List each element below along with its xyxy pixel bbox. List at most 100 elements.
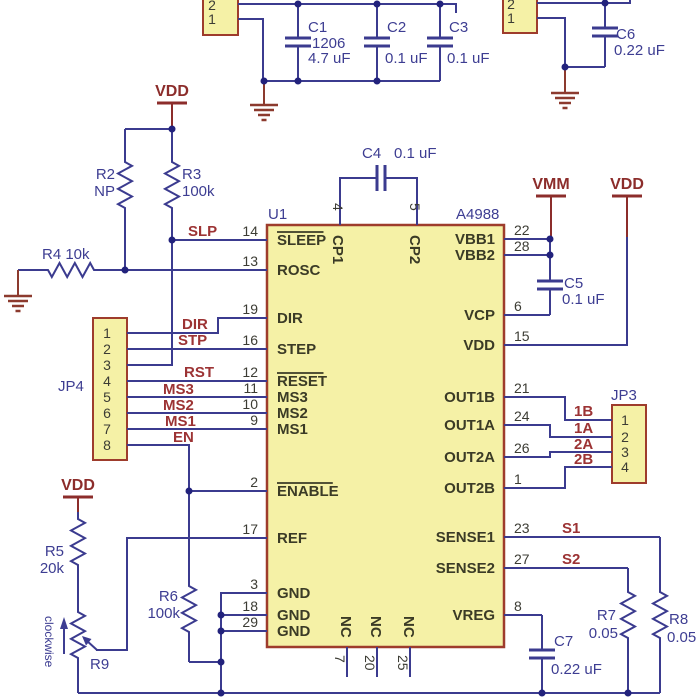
net-label-en: EN: [173, 429, 194, 446]
jp3-header-pin-number: 1: [621, 412, 629, 428]
resistor-label-r5: R5: [45, 543, 64, 560]
net-label-ms1: MS1: [165, 413, 196, 430]
ic-pin-name-vreg: VREG: [452, 607, 495, 624]
ic-pin-number: 19: [242, 301, 258, 317]
net-label-1a: 1A: [574, 420, 593, 437]
jp3-header: [611, 404, 647, 484]
capacitor-c1-label: 4.7 uF: [308, 50, 351, 67]
wire-out1a-net: [504, 424, 612, 438]
junction-dot: [217, 658, 225, 666]
capacitor-c2-label: C2: [387, 19, 406, 36]
ic-pin-number: 20: [362, 655, 378, 671]
ic-pin-name-nc: NC: [337, 616, 354, 638]
ic-pin-name-step: STEP: [277, 341, 316, 358]
wire-dir-net: [127, 317, 267, 334]
resistor-label-r3: 100k: [182, 183, 215, 200]
capacitor-c5-label: 0.1 uF: [562, 291, 605, 308]
jp3-header-pin-number: 3: [621, 444, 629, 460]
resistor-label-r7: 0.05: [589, 625, 618, 642]
wire-out2a-net: [504, 451, 612, 458]
resistor-r8: [650, 537, 670, 693]
jp4-header-pin-number: 2: [103, 341, 111, 357]
capacitor-c1-label: 1206: [312, 35, 345, 52]
ic-pin-number: 10: [242, 396, 258, 412]
ic-part-number: A4988: [456, 206, 499, 223]
ic-pin-number: 25: [395, 655, 411, 671]
resistor-label-r6: 100k: [147, 605, 180, 622]
capacitor-c3-label: 0.1 uF: [447, 50, 490, 67]
net-label-rst: RST: [184, 364, 214, 381]
net-label-s2: S2: [562, 551, 580, 568]
ic-pin-name-reset: RESET: [277, 373, 327, 390]
wire-ref-net: [96, 537, 267, 651]
net-label-2a: 2A: [574, 436, 593, 453]
ic-pin-number: 4: [330, 203, 346, 211]
ic-pin-number: 2: [250, 474, 258, 490]
junction-dot: [260, 77, 268, 85]
resistor-r2: [115, 129, 135, 270]
jp3-header-pin-number: 2: [621, 429, 629, 445]
ic-pin-number: 18: [242, 598, 258, 614]
jp4-header-pin-number: 1: [103, 325, 111, 341]
ic-pin-name-cp1: CP1: [329, 235, 346, 264]
ic-pin-name-nc: NC: [367, 616, 384, 638]
junction-dot: [185, 487, 193, 495]
jp4-header-pin-number: 4: [103, 373, 111, 389]
junction-dot: [168, 125, 176, 133]
resistor-r3: [162, 129, 182, 240]
ic-pin-number: 9: [250, 412, 258, 428]
wire-out2b-net: [504, 466, 612, 489]
resistor-label-r8: R8: [669, 611, 688, 628]
ic-pin-name-out2a: OUT2A: [444, 449, 495, 466]
ic-pin-number: 23: [514, 520, 530, 536]
ic-pin-name-ms3: MS3: [277, 389, 308, 406]
jp3-header-pin-number: 4: [621, 459, 629, 475]
capacitor-c3-label: C3: [449, 19, 468, 36]
wire-left-header-pin1-drop: [238, 18, 264, 81]
ic-pin-number: 6: [514, 298, 522, 314]
ic-pin-number: 27: [514, 551, 530, 567]
resistor-label-r3: R3: [182, 166, 201, 183]
jp4-header-pin-number: 7: [103, 421, 111, 437]
ic-pin-name-out1a: OUT1A: [444, 417, 495, 434]
capacitor-c7-label: C7: [554, 633, 573, 650]
power-header-left-pin-number: 2: [208, 0, 216, 13]
junction-dot: [546, 251, 554, 259]
ic-pin-number: 7: [332, 655, 348, 663]
ic-pin-number: 1: [514, 471, 522, 487]
ic-pin-name-gnd: GND: [277, 623, 311, 640]
junction-dot: [624, 689, 632, 697]
ic-pin-name-vcp: VCP: [464, 307, 495, 324]
jp3-label: JP3: [611, 387, 637, 404]
resistor-r6: [179, 491, 199, 662]
jp4-header-pin-number: 8: [103, 437, 111, 453]
ic-pin-name-vdd: VDD: [463, 337, 495, 354]
junction-dot: [436, 0, 444, 8]
wire-vdd-pin15-net: [504, 236, 628, 346]
ic-pin-name-ms1: MS1: [277, 421, 308, 438]
resistor-r9: [68, 608, 88, 693]
power-header-right-pin-number: 1: [507, 10, 515, 26]
junction-dot: [217, 627, 225, 635]
wire-right-top-rail: [537, 0, 631, 4]
ic-pin-name-enable: ENABLE: [277, 483, 339, 500]
ic-pin-number: 8: [514, 598, 522, 614]
ic-pin-number: 17: [242, 521, 258, 537]
ic-pin-name-vbb2: VBB2: [455, 247, 495, 264]
junction-dot: [217, 689, 225, 697]
wire-right-header-pin1-drop: [537, 17, 566, 67]
junction-dot: [373, 77, 381, 85]
capacitor-c6-label: C6: [616, 26, 635, 43]
capacitor-c6-label: 0.22 uF: [614, 42, 665, 59]
wire-c4-left-lead: [339, 177, 376, 225]
wire-slp-to-jp4-pin3: [127, 240, 173, 366]
jp4-header-pin-number: 6: [103, 405, 111, 421]
capacitor-c5-label: C5: [564, 275, 583, 292]
power-label-vmm: VMM: [532, 176, 569, 193]
resistor-r7: [618, 568, 638, 693]
ic-pin-name-out1b: OUT1B: [444, 389, 495, 406]
resistor-label-r8: 0.05: [667, 629, 696, 646]
resistor-label-r2: NP: [94, 183, 115, 200]
